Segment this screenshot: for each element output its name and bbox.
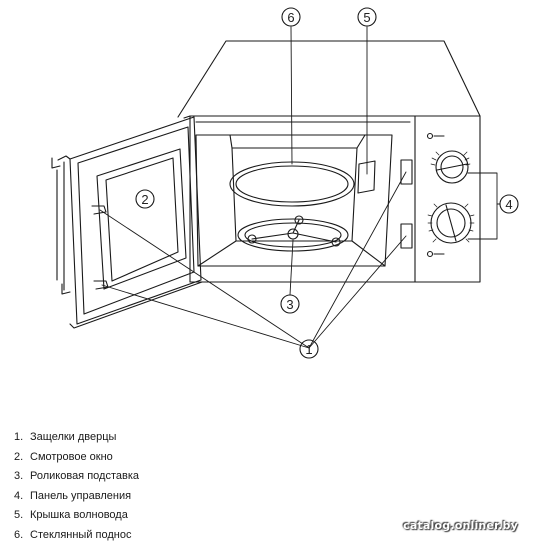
glass-tray <box>229 161 355 207</box>
oven-cavity <box>195 134 393 267</box>
callout-6: 6 <box>287 10 294 25</box>
control-panel-ticks <box>427 151 475 243</box>
callout-3: 3 <box>286 297 293 312</box>
callout-1: 1 <box>305 342 312 357</box>
legend-number: 4. <box>14 489 24 502</box>
callout-circles <box>135 7 519 359</box>
legend-item: 6. Стеклянный поднос <box>14 526 139 546</box>
parts-legend: 1. Защелки дверцы 2. Смотровое окно 3. Роли… <box>14 428 139 546</box>
callout-2: 2 <box>141 192 148 207</box>
legend-item: 1. Защелки дверцы <box>14 428 139 448</box>
legend-number: 2. <box>14 450 24 463</box>
legend-text: Крышка волновода <box>30 509 128 522</box>
legend-text: Защелки дверцы <box>30 431 117 443</box>
legend-text: Смотровое окно <box>30 450 113 463</box>
legend-number: 3. <box>14 470 24 483</box>
callout-5: 5 <box>363 10 370 25</box>
legend-text: Стеклянный поднос <box>30 528 132 541</box>
legend-number: 5. <box>14 509 24 522</box>
legend-item: 5. Крышка волновода <box>14 506 139 526</box>
latch-slots <box>400 159 413 249</box>
callout-4: 4 <box>505 197 512 212</box>
control-panel <box>430 150 472 244</box>
leader-lines <box>99 26 501 349</box>
cabinet-outline <box>177 40 481 283</box>
legend-item: 4. Панель управления <box>14 487 139 507</box>
legend-number: 1. <box>14 431 24 443</box>
door-latch-hooks <box>91 205 109 290</box>
watermark: catalog.onliner.by <box>403 519 518 532</box>
panel-symbols <box>426 132 445 258</box>
legend-text: Роликовая подставка <box>30 470 139 483</box>
legend-item: 2. Смотровое окно <box>14 448 139 468</box>
legend-text: Панель управления <box>30 489 132 502</box>
open-door <box>51 116 203 329</box>
waveguide-cover <box>357 160 376 194</box>
microwave-diagram: 6 5 2 3 4 1 <box>51 7 519 359</box>
legend-item: 3. Роликовая подставка <box>14 467 139 487</box>
legend-number: 6. <box>14 528 24 541</box>
